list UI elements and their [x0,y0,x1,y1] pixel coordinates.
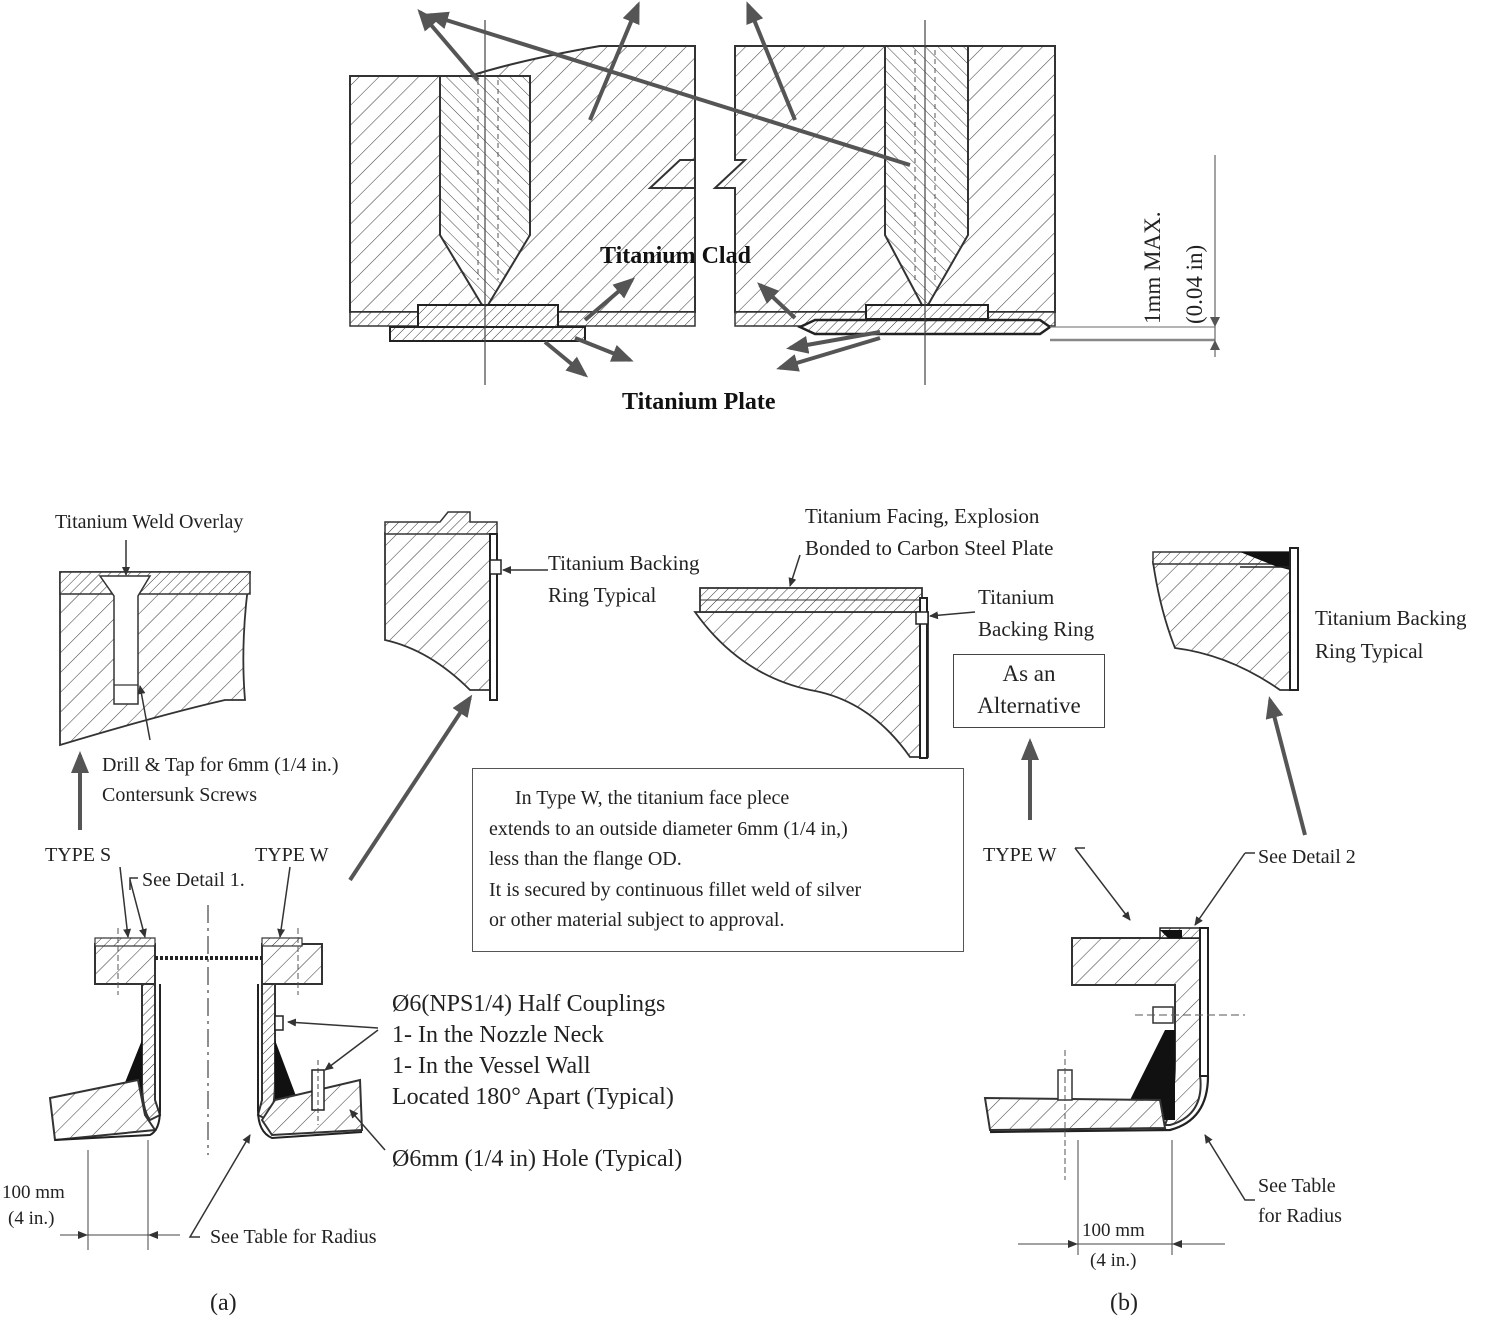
label-see-table-b-1: See Table [1258,1175,1336,1197]
countersunk-screw [98,575,152,705]
label-type-w-b: TYPE W [983,844,1057,866]
right-weld-overlay [865,304,989,320]
label-titanium-clad: Titanium Clad [600,243,752,269]
label-couplings-3: 1- In the Vessel Wall [392,1053,591,1079]
note-line-4: It is secured by continuous fillet weld … [489,878,862,901]
label-dim-b-1: 100 mm [1082,1220,1145,1241]
label-couplings-1: Ø6(NPS1/4) Half Couplings [392,991,665,1017]
label-drill-tap-2: Contersunk Screws [102,784,257,806]
arrow-clad-right [757,282,797,320]
vessel-wall-b [983,1096,1167,1132]
label-backing-ring-a-1: Titanium Backing [548,551,700,575]
label-see-detail-1: See Detail 1. [142,869,245,891]
backing-ring-a-body [384,532,491,691]
caption-b: (b) [1110,1290,1138,1316]
arrow-block-left [588,1,640,121]
arrow-plate-left-1 [574,336,634,362]
label-dim-a-2: (4 in.) [8,1208,54,1229]
flange-right [261,943,323,985]
label-dim-b-2: (4 in.) [1090,1250,1136,1271]
label-weld-overlay: Titanium Weld Overlay [55,511,243,533]
label-dim-a-1: 100 mm [2,1182,65,1203]
label-type-w-a: TYPE W [255,844,329,866]
label-center-ring-2: Backing Ring [978,617,1095,641]
detail-1-body [59,571,252,747]
type-w-note-box: In Type W, the titanium face plece exten… [472,768,964,952]
label-0-04-in: (0.04 in) [1182,245,1207,324]
arrow-to-backing-ring-b [1265,696,1307,836]
label-facing-2: Bonded to Carbon Steel Plate [805,536,1053,560]
flange-left [94,943,156,985]
label-see-detail-2: See Detail 2 [1258,846,1356,868]
neck-left [141,983,162,1122]
nozzle-b: TYPE W See Detail 2 See Table for Radius… [983,844,1356,1316]
alternative-line-2: Alternative [977,693,1081,718]
top-clad-detail: Titanium Clad Titanium Plate 1mm MAX. (0… [349,1,1220,415]
backing-ring-a-ring [489,533,498,701]
alternative-box: As an Alternative [953,654,1105,728]
label-backing-ring-b-2: Ring Typical [1315,639,1424,663]
arrow-block-right [746,1,797,121]
note-line-5: or other material subject to approval. [489,909,785,931]
label-drill-tap-1: Drill & Tap for 6mm (1/4 in.) [102,754,339,776]
note-line-3: less than the flange OD. [489,848,682,870]
detail-1-weld-overlay: Titanium Weld Overlay Drill & Tap for 6m… [55,511,339,830]
label-1mm-max: 1mm MAX. [1140,212,1165,324]
alternative-line-1: As an [1002,661,1056,686]
label-couplings-4: Located 180° Apart (Typical) [392,1084,674,1110]
center-backing-ring [919,597,928,759]
arrow-plate-right-2 [776,336,881,372]
label-backing-ring-a-2: Ring Typical [548,583,657,607]
arrow-to-backing-ring-a [348,694,473,882]
backing-ring-b-ring [1289,547,1299,691]
label-couplings-2: 1- In the Nozzle Neck [392,1022,604,1048]
center-facing-detail: Titanium Facing, Explosion Bonded to Car… [693,504,1095,820]
label-center-ring-1: Titanium [978,585,1054,609]
vessel-wall-left [48,1078,157,1142]
label-see-table-b-2: for Radius [1258,1205,1342,1227]
arrow-plate-right-1 [786,330,881,354]
neck-right [256,983,276,1122]
note-line-2: extends to an outside diameter 6mm (1/4 … [489,817,848,840]
label-titanium-plate: Titanium Plate [622,389,776,415]
nozzle-a: TYPE S TYPE W See Detail 1. Ø6(NPS1/4) H… [2,844,682,1316]
backing-ring-a-facing [384,511,498,535]
backing-ring-detail-a: Titanium Backing Ring Typical [348,511,700,882]
left-weld-overlay [417,304,559,328]
arrow-clad-left [583,277,636,322]
backing-ring-b-body [1151,561,1291,691]
arrow-bolt-long [426,11,911,167]
label-facing-1: Titanium Facing, Explosion [805,504,1040,528]
label-type-s: TYPE S [45,844,111,866]
note-line-1: In Type W, the titanium face plece [515,787,790,809]
center-body [693,611,929,758]
arrow-plate-left-2 [543,340,589,378]
nozzle-b-liner [1199,927,1209,1077]
backing-ring-detail-b: Titanium Backing Ring Typical [1151,547,1467,836]
left-titanium-plate [389,326,586,342]
label-see-table-radius-a: See Table for Radius [210,1226,377,1248]
label-hole: Ø6mm (1/4 in) Hole (Typical) [392,1146,682,1172]
caption-a: (a) [210,1290,237,1316]
detail-1-overlay-strip [59,571,251,595]
label-backing-ring-b-1: Titanium Backing [1315,606,1467,630]
